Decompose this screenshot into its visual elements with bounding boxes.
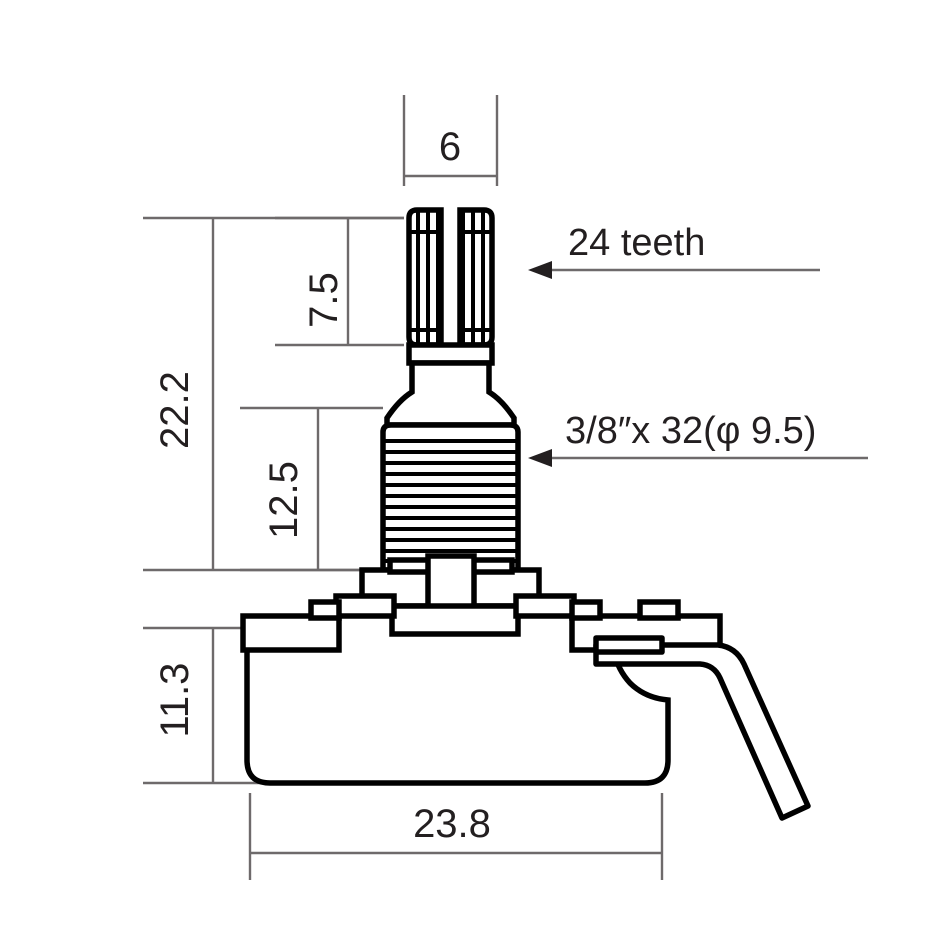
center-boss [425, 553, 477, 611]
body-outline [244, 650, 671, 786]
knurl-band-lines [409, 230, 492, 332]
shoulder-lug-right [469, 557, 515, 575]
callout-label-teeth: 24 teeth [568, 222, 705, 264]
arrowhead-thread [528, 449, 552, 467]
dim-label-body-height: 11.3 [153, 663, 197, 738]
dim-label-body-width: 23.8 [413, 802, 491, 846]
shoulder-lug-left [387, 557, 433, 575]
step-right [513, 593, 577, 619]
dimension-line-group [143, 95, 868, 880]
arrowhead-teeth [528, 261, 552, 279]
mounting-tab-left [240, 613, 342, 653]
mounting-tab-right-riser [569, 599, 603, 621]
mounting-tab-right-riser-2 [637, 599, 681, 621]
leader-arrowheads [528, 261, 552, 467]
terminal-lug-base [593, 635, 665, 655]
step-left [333, 593, 397, 619]
dim-label-bushing-height: 12.5 [262, 461, 306, 539]
dim-label-overall-shaft-height: 22.2 [153, 371, 197, 449]
mounting-tab-left-riser [308, 599, 342, 621]
dim-label-knurl-height: 7.5 [302, 272, 346, 328]
terminal-lug-group [593, 635, 811, 821]
callout-label-thread: 3/8″x 32(φ 9.5) [565, 410, 816, 452]
body-can-group [244, 650, 671, 786]
shoulder-plate-lower [389, 603, 521, 637]
dim-label-shaft-width: 6 [439, 125, 461, 169]
terminal-lug [593, 642, 811, 821]
